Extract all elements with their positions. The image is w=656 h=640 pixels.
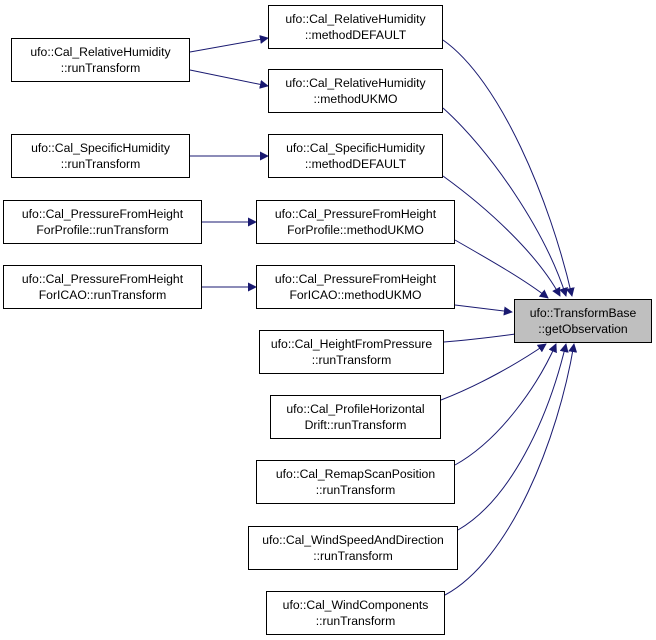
node-line1: ufo::Cal_PressureFromHeight	[21, 207, 184, 221]
node-wind-speed-direction-run[interactable]: ufo::Cal_WindSpeedAndDirection ::runTran…	[248, 526, 458, 570]
node-line2: ::methodDEFAULT	[304, 157, 407, 171]
node-rh-method-default[interactable]: ufo::Cal_RelativeHumidity ::methodDEFAUL…	[268, 5, 443, 49]
node-line1: ufo::Cal_SpecificHumidity	[286, 141, 425, 155]
node-pfh-profile-run-transform[interactable]: ufo::Cal_PressureFromHeight ForProfile::…	[3, 200, 202, 244]
node-line1: ufo::Cal_PressureFromHeight	[21, 272, 184, 286]
node-line2: ForICAO::methodUKMO	[289, 288, 422, 302]
edge-pfh-icao-to-target	[454, 304, 513, 316]
node-line1: ufo::Cal_RemapScanPosition	[275, 467, 436, 481]
node-line2: ::methodDEFAULT	[304, 28, 407, 42]
edge-sh-default-to-target	[442, 175, 561, 297]
edge-pfh-prof-to-target	[454, 239, 549, 299]
node-line1: ufo::Cal_RelativeHumidity	[30, 45, 171, 59]
node-sh-method-default[interactable]: ufo::Cal_SpecificHumidity ::methodDEFAUL…	[268, 134, 443, 178]
node-line1: ufo::Cal_WindComponents	[282, 598, 429, 612]
node-line1: ufo::Cal_ProfileHorizontal	[286, 402, 425, 416]
node-pfh-icao-run-transform[interactable]: ufo::Cal_PressureFromHeight ForICAO::run…	[3, 265, 202, 309]
node-line1: ufo::Cal_WindSpeedAndDirection	[262, 533, 444, 547]
node-line2: ::runTransform	[60, 61, 141, 75]
node-line1: ufo::Cal_HeightFromPressure	[270, 337, 433, 351]
target-line2: ::getObservation	[538, 322, 628, 336]
node-rh-method-ukmo[interactable]: ufo::Cal_RelativeHumidity ::methodUKMO	[268, 69, 443, 113]
node-pfh-icao-method-ukmo[interactable]: ufo::Cal_PressureFromHeight ForICAO::met…	[256, 265, 455, 309]
node-remap-scan-position-run[interactable]: ufo::Cal_RemapScanPosition ::runTransfor…	[256, 460, 455, 504]
edge-rh-run-to-rh-default	[189, 35, 269, 53]
edge-phd-to-target	[440, 343, 547, 401]
node-wind-components-run[interactable]: ufo::Cal_WindComponents ::runTransform	[266, 591, 445, 635]
edge-wc-to-target	[444, 343, 578, 596]
node-line2: ::runTransform	[60, 157, 141, 171]
node-line2: Drift::runTransform	[304, 418, 407, 432]
node-line2: ::runTransform	[315, 483, 396, 497]
node-line2: ForProfile::methodUKMO	[287, 223, 424, 237]
node-line1: ufo::Cal_RelativeHumidity	[285, 12, 426, 26]
node-rh-run-transform[interactable]: ufo::Cal_RelativeHumidity ::runTransform	[11, 38, 190, 82]
edge-wsd-to-target	[457, 343, 569, 531]
node-line1: ufo::Cal_RelativeHumidity	[285, 76, 426, 90]
node-line1: ufo::Cal_SpecificHumidity	[31, 141, 170, 155]
node-line2: ::runTransform	[315, 614, 396, 628]
node-line2: ::methodUKMO	[313, 92, 398, 106]
node-profile-horizontal-drift-run[interactable]: ufo::Cal_ProfileHorizontal Drift::runTra…	[270, 395, 441, 439]
target-node-get-observation: ufo::TransformBase ::getObservation	[514, 299, 652, 343]
node-sh-run-transform[interactable]: ufo::Cal_SpecificHumidity ::runTransform	[11, 134, 190, 178]
node-line2: ForICAO::runTransform	[38, 288, 167, 302]
edge-rh-run-to-rh-ukmo	[189, 69, 269, 89]
node-height-from-pressure-run[interactable]: ufo::Cal_HeightFromPressure ::runTransfo…	[259, 330, 444, 374]
node-pfh-profile-method-ukmo[interactable]: ufo::Cal_PressureFromHeight ForProfile::…	[256, 200, 455, 244]
node-line1: ufo::Cal_PressureFromHeight	[274, 207, 437, 221]
edge-rsp-to-target	[454, 343, 557, 466]
node-line2: ::runTransform	[311, 353, 392, 367]
edge-rh-default-to-target	[442, 39, 575, 297]
node-line2: ForProfile::runTransform	[36, 223, 169, 237]
node-line2: ::runTransform	[313, 549, 393, 563]
edge-rh-ukmo-to-target	[442, 107, 568, 297]
node-line1: ufo::Cal_PressureFromHeight	[274, 272, 437, 286]
target-line1: ufo::TransformBase	[529, 306, 637, 320]
